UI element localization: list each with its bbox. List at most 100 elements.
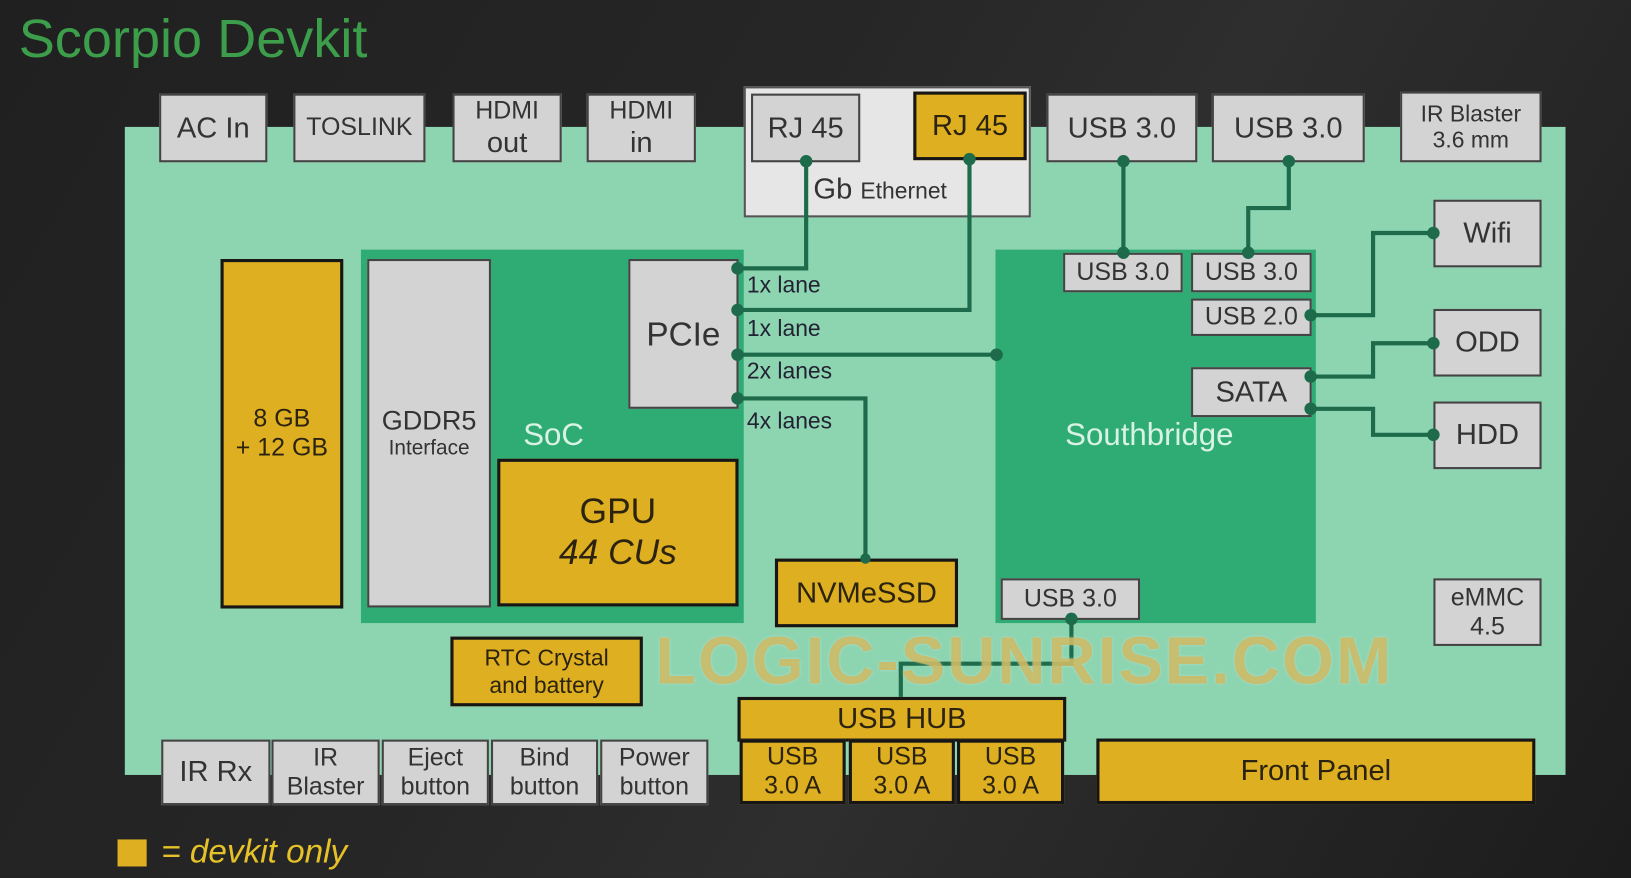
interface-label: Interface: [388, 436, 470, 460]
usb30-port: USB 3.0: [1211, 93, 1365, 163]
junction-dot: [1427, 428, 1440, 442]
usb-label: USB: [876, 743, 928, 772]
junction-dot: [1117, 246, 1130, 260]
usb30-label: USB 3.0: [1204, 258, 1298, 287]
emmc-version: 4.5: [1470, 612, 1505, 641]
usb-type-label: 3.0 A: [764, 771, 822, 800]
junction-dot: [1427, 337, 1440, 350]
page-title: Scorpio Devkit: [18, 9, 368, 70]
ac-in-port: AC In: [159, 93, 268, 163]
toslink-port: TOSLINK: [293, 93, 426, 163]
junction-dot: [1282, 154, 1296, 168]
ethernet-text: Ethernet: [860, 177, 947, 204]
junction-dot: [1241, 246, 1255, 260]
usb-to-hub-line: [898, 618, 1074, 697]
junction-dot: [1304, 370, 1317, 383]
usb-type-label: 3.0 A: [873, 771, 931, 800]
rj45-to-pcie-line: [737, 161, 809, 271]
junction-dot: [1117, 154, 1130, 168]
junction-dot: [1304, 308, 1317, 322]
junction-dot: [860, 553, 871, 564]
usb20-label: USB 2.0: [1204, 302, 1298, 331]
sb-usb20: USB 2.0: [1191, 298, 1312, 336]
junction-dot: [1065, 612, 1078, 626]
junction-dot: [1427, 226, 1440, 240]
rj45-devkit-to-pcie-line: [737, 159, 972, 313]
ac-in-label: AC In: [176, 111, 250, 144]
ir-rx-label: IR Rx: [179, 755, 253, 788]
button-label: button: [400, 772, 471, 801]
legend-label: = devkit only: [161, 832, 348, 870]
usb-to-southbridge-line: [1246, 161, 1291, 253]
junction-dot: [990, 348, 1003, 361]
junction-dot: [799, 154, 813, 168]
junction-dot: [731, 262, 744, 275]
pcie-to-nvme-line: [737, 396, 868, 559]
rj45-label: RJ 45: [767, 111, 844, 144]
sata-to-odd-line: [1310, 341, 1434, 379]
in-label: in: [629, 125, 653, 158]
gddr5-label: GDDR5: [381, 404, 477, 436]
lane-label: 1x lane: [746, 315, 821, 342]
ir-blaster-size: 3.6 mm: [1432, 126, 1509, 153]
usb-type-label: 3.0 A: [982, 771, 1040, 800]
button-label: Power: [618, 743, 690, 772]
junction-dot: [731, 392, 744, 405]
junction-dot: [963, 152, 976, 166]
usb-label: USB: [766, 743, 819, 772]
usb-label: USB: [984, 743, 1037, 772]
junction-dot: [1304, 402, 1317, 416]
rj45-label: RJ 45: [931, 109, 1009, 142]
odd-block: ODD: [1433, 308, 1542, 377]
lane-label: 4x lanes: [746, 407, 833, 434]
usb20-to-wifi-line: [1310, 230, 1434, 318]
ethernet-label: Gb Ethernet: [813, 173, 946, 206]
emmc-label: eMMC: [1450, 583, 1525, 612]
junction-dot: [731, 348, 744, 361]
sata-label: SATA: [1215, 375, 1288, 408]
gb-label: Gb: [813, 172, 853, 205]
lane-label: 1x lane: [746, 271, 821, 298]
hdd-label: HDD: [1455, 418, 1520, 451]
legend-swatch: [117, 839, 147, 867]
memory-12gb: + 12 GB: [235, 433, 329, 462]
nvme-label: NVMeSSD: [796, 576, 937, 609]
rtc-label: RTC Crystal: [484, 645, 609, 672]
lane-label: 2x lanes: [746, 357, 833, 384]
hdmi-label: HDMI: [475, 96, 539, 125]
memory-block: 8 GB+ 12 GB: [220, 259, 344, 609]
ir-blaster-label: IR Blaster: [1420, 100, 1522, 127]
button-label: button: [509, 772, 580, 801]
ir-rx: IR Rx: [161, 739, 271, 806]
southbridge-label: Southbridge: [1065, 418, 1234, 453]
gpu-cus: 44 CUs: [558, 532, 677, 573]
pcie-block: PCIe: [628, 259, 739, 409]
usb30-label: USB 3.0: [1234, 111, 1343, 144]
button-label: IR: [313, 743, 339, 772]
rj45-port: RJ 45: [751, 93, 861, 163]
out-label: out: [486, 125, 528, 158]
toslink-label: TOSLINK: [306, 113, 413, 142]
wifi-label: Wifi: [1463, 216, 1512, 250]
rtc-battery-label: and battery: [489, 671, 604, 698]
odd-label: ODD: [1455, 326, 1520, 359]
rj45-devkit-port: RJ 45: [913, 91, 1027, 161]
usb-hub-label: USB HUB: [837, 702, 967, 735]
front-panel-label: Front Panel: [1240, 754, 1392, 787]
front-panel: Front Panel: [1096, 738, 1536, 805]
sata-to-hdd-line: [1310, 406, 1434, 437]
pcie-label: PCIe: [646, 314, 721, 353]
